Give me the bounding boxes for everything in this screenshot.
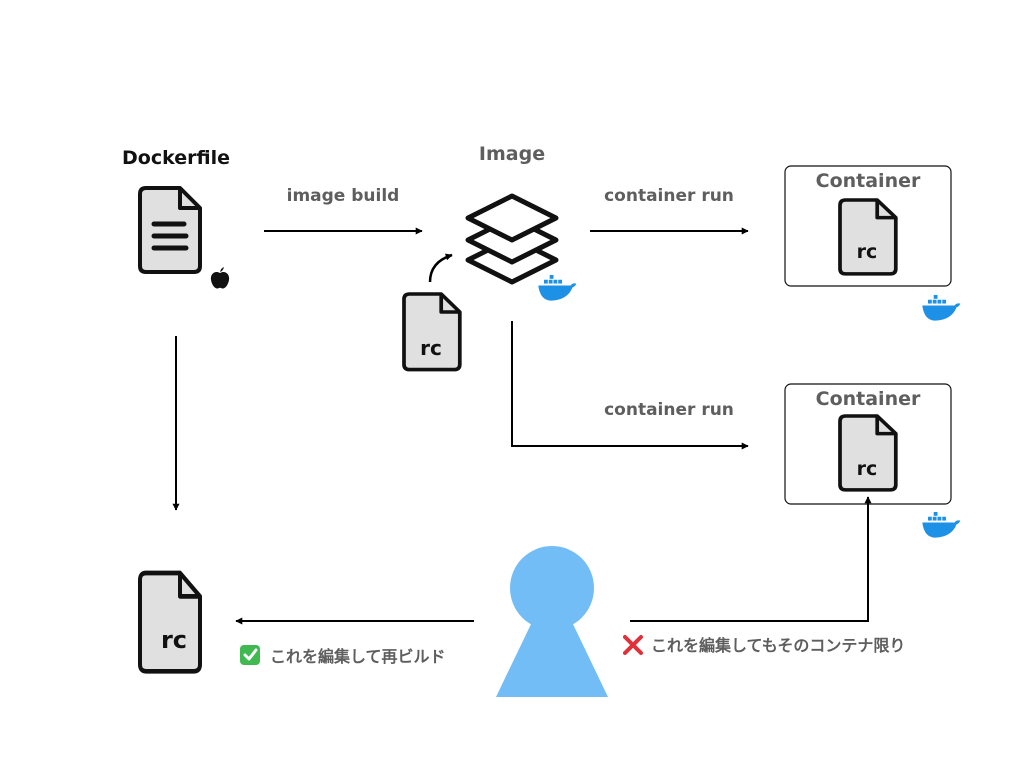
local-rc-file-icon [140, 573, 200, 671]
container-2-rc-label: rc [857, 458, 878, 480]
local-rc-label: rc [161, 626, 187, 654]
image-label: Image [479, 143, 545, 165]
container-run-arrow-2 [511, 321, 749, 450]
image-build-label: image build [287, 186, 400, 206]
check-mark-icon [240, 645, 260, 665]
dockerfile-label: Dockerfile [122, 147, 230, 169]
ok-note: これを編集して再ビルド [270, 647, 446, 666]
container-run-label-2: container run [604, 400, 734, 420]
image-input-rc-label: rc [420, 336, 442, 360]
rc-into-image-arrow [428, 253, 453, 283]
container-1-docker-whale-icon [922, 295, 961, 321]
image-layers-icon [465, 193, 559, 285]
container-1-rc-label: rc [857, 241, 878, 263]
user-icon [496, 546, 608, 697]
container-label-2: Container [816, 388, 921, 410]
dockerfile-document-icon [138, 186, 202, 274]
container-run-label-1: container run [604, 186, 734, 206]
container-2-docker-whale-icon [922, 512, 961, 538]
container-label-1: Container [816, 170, 921, 192]
image-docker-whale-icon [538, 275, 577, 301]
ng-note: これを編集してもそのコンテナ限り [651, 636, 905, 655]
user-to-container-rc-arrow [630, 496, 872, 622]
cross-mark-icon [623, 635, 643, 655]
apple-icon [210, 267, 230, 289]
